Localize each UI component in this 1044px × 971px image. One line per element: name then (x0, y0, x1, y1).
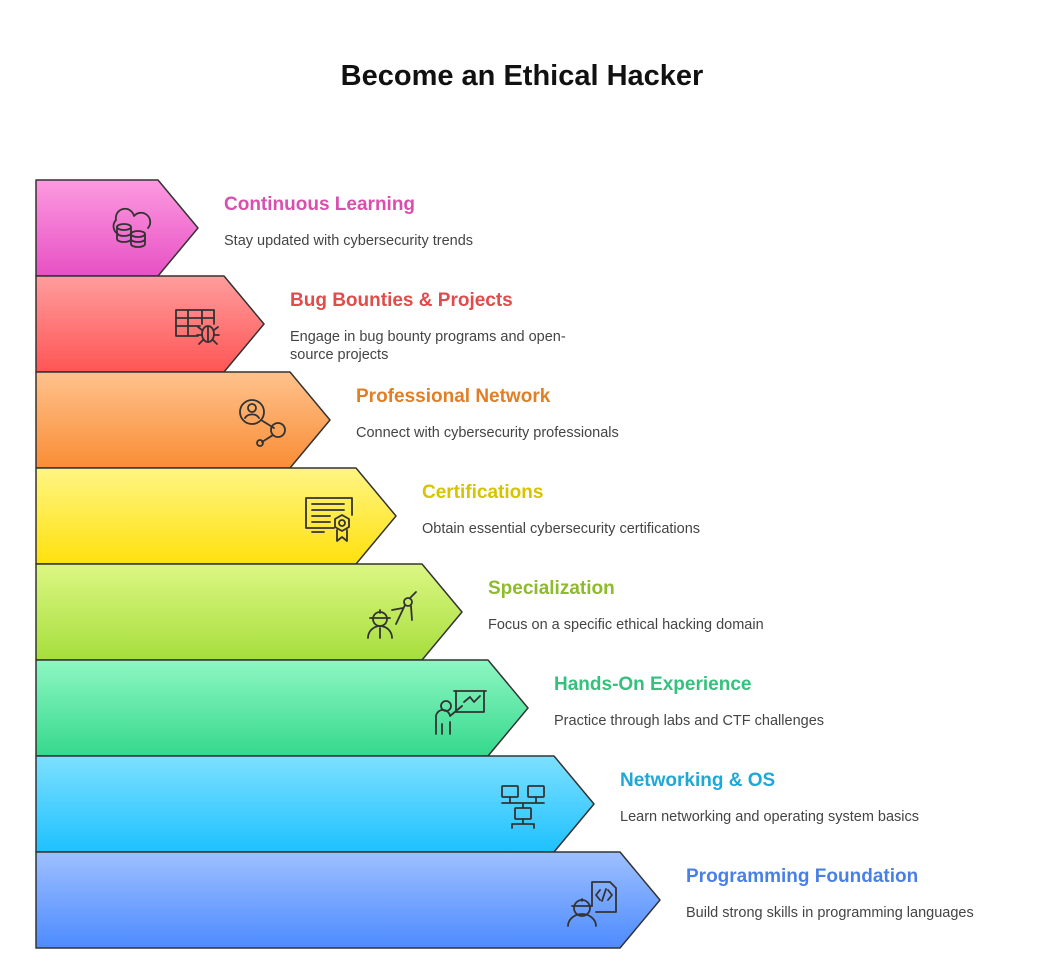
step-arrow (35, 659, 529, 757)
developer-code-icon (567, 881, 617, 927)
step-description: Learn networking and operating system ba… (620, 809, 920, 825)
step-arrow (35, 755, 595, 853)
step-arrow (35, 275, 265, 373)
cloud-database-icon (112, 207, 152, 248)
step-title: Specialization (488, 578, 615, 599)
step-description: Stay updated with cybersecurity trends (224, 233, 474, 249)
step-title: Hands-On Experience (554, 674, 752, 695)
step-arrow (35, 563, 463, 661)
certificate-icon (305, 497, 353, 542)
step-description: Engage in bug bounty programs and open-s… (290, 329, 566, 363)
step-arrow (35, 371, 331, 469)
step-title: Networking & OS (620, 770, 776, 791)
step-arrow (35, 467, 397, 565)
step-description: Obtain essential cybersecurity certifica… (422, 521, 701, 537)
step-description: Connect with cybersecurity professionals (356, 425, 619, 441)
step-description: Practice through labs and CTF challenges (554, 713, 825, 729)
computer-network-icon (501, 785, 545, 829)
step-title: Continuous Learning (224, 194, 416, 215)
step-title: Certifications (422, 482, 544, 503)
step-title: Bug Bounties & Projects (290, 290, 513, 311)
person-network-icon (239, 399, 286, 447)
page-title: Become an Ethical Hacker (340, 60, 704, 92)
step-title: Programming Foundation (686, 866, 919, 887)
step-arrow (35, 851, 661, 949)
step-description: Build strong skills in programming langu… (686, 905, 974, 921)
table-bug-icon (175, 309, 220, 345)
step-description: Focus on a specific ethical hacking doma… (488, 617, 764, 633)
engineer-compass-icon (367, 591, 417, 639)
step-title: Professional Network (356, 386, 551, 407)
presenter-icon (435, 690, 487, 735)
